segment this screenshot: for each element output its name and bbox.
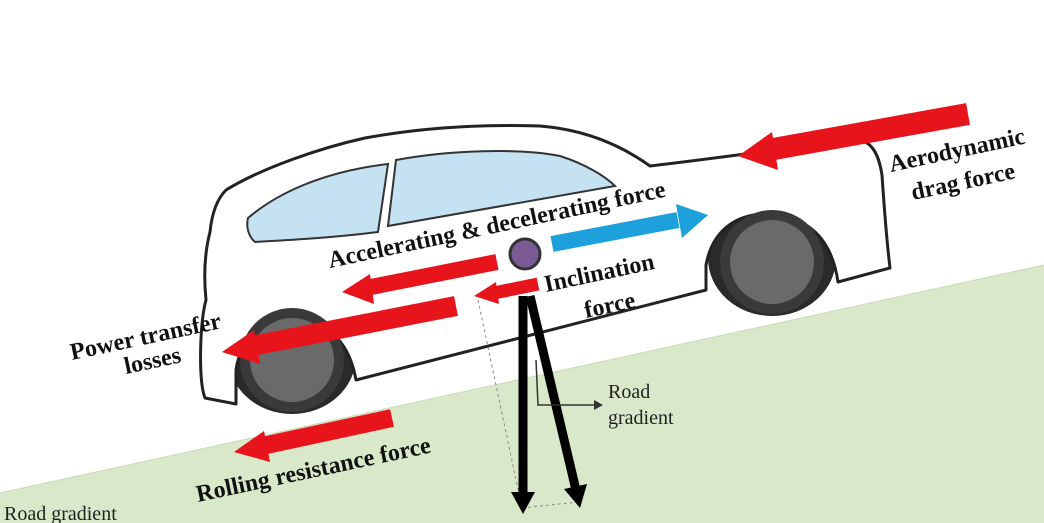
decel-arrow bbox=[364, 254, 499, 296]
power-loss-arrowhead bbox=[222, 330, 260, 364]
accel-arrowhead bbox=[676, 204, 708, 238]
rear-window bbox=[246, 162, 390, 244]
front-wheel-rim bbox=[730, 220, 814, 304]
angle-marker bbox=[535, 359, 570, 406]
front-window bbox=[386, 150, 618, 228]
label-road-gradient-small-line1: Road bbox=[608, 381, 650, 403]
accel-arrow bbox=[550, 212, 680, 252]
weight-normal-arrowhead bbox=[564, 484, 587, 508]
aero-drag-arrowhead bbox=[738, 132, 778, 170]
road-gradient-pointer-head bbox=[594, 400, 603, 410]
center-of-gravity bbox=[508, 237, 542, 271]
rolling-resistance-arrow bbox=[260, 409, 394, 455]
aero-drag-arrow bbox=[766, 103, 970, 161]
weight-normal-arrow bbox=[525, 294, 581, 492]
force-arrows bbox=[222, 103, 970, 462]
decel-arrowhead bbox=[342, 274, 374, 304]
weight-vertical-arrowhead bbox=[511, 492, 535, 514]
inclination-arrow bbox=[492, 277, 540, 300]
inclination-arrowhead bbox=[474, 282, 499, 304]
power-loss-arrow bbox=[250, 296, 458, 356]
rolling-resistance-arrowhead bbox=[234, 431, 270, 462]
label-road-gradient-small-line2: gradient bbox=[608, 407, 674, 429]
label-road-gradient-bottom: Road gradient bbox=[4, 503, 117, 523]
